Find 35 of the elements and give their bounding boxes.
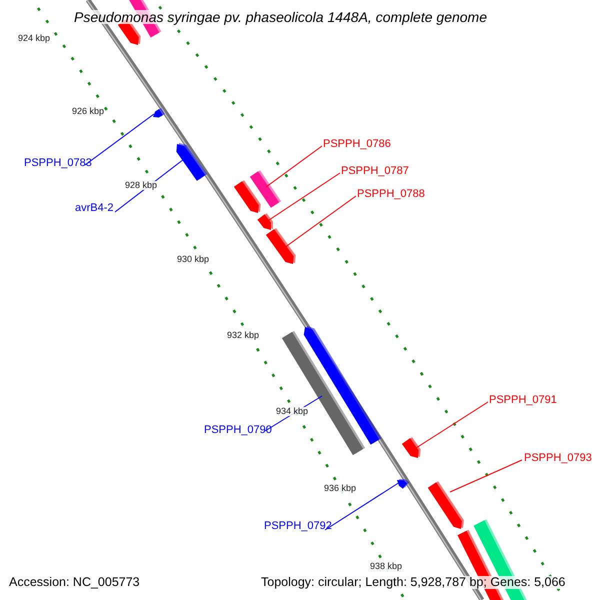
gene-feature xyxy=(257,213,273,230)
gene-feature xyxy=(266,228,296,264)
tick-label: 934 kbp xyxy=(276,407,308,416)
leader-line xyxy=(266,146,322,188)
gene-label: PSPPH_0791 xyxy=(489,395,557,406)
tick-label: 928 kbp xyxy=(125,181,158,190)
tick-label: 932 kbp xyxy=(227,331,260,340)
gene-label: PSPPH_0787 xyxy=(341,166,409,177)
leader-line xyxy=(266,172,340,222)
gene-label: PSPPH_0792 xyxy=(264,521,332,532)
title: Pseudomonas syringae pv. phaseolicola 1448A, complete genome xyxy=(74,10,487,24)
tick-label: 926 kbp xyxy=(72,107,104,116)
gene-label: PSPPH_0783 xyxy=(24,158,92,169)
leader-line xyxy=(84,114,154,166)
info-text: Accession: NC_005773 xyxy=(9,576,140,588)
gene-label: PSPPH_0786 xyxy=(323,139,391,150)
gene-feature xyxy=(397,479,410,489)
gene-label: PSPPH_0788 xyxy=(357,189,425,200)
gene-feature xyxy=(153,108,165,118)
leader-line xyxy=(450,460,522,492)
leader-line xyxy=(284,196,356,248)
leader-line xyxy=(324,482,400,530)
gene-feature xyxy=(428,481,464,529)
info-text: Topology: circular; Length: 5,928,787 bp; Genes: 5,066 xyxy=(261,576,566,588)
tick-label: 938 kbp xyxy=(370,562,402,571)
gene-feature xyxy=(234,180,261,213)
gene-label: PSPPH_0790 xyxy=(204,425,272,436)
leader-line xyxy=(416,402,488,448)
tick-label: 924 kbp xyxy=(18,34,50,43)
gene-feature xyxy=(176,143,208,181)
tick-label: 936 kbp xyxy=(324,484,356,493)
tick-label: 930 kbp xyxy=(177,255,210,264)
gene-label: avrB4-2 xyxy=(75,203,114,214)
gene-label: PSPPH_0793 xyxy=(524,453,592,464)
gene-feature xyxy=(402,437,421,458)
